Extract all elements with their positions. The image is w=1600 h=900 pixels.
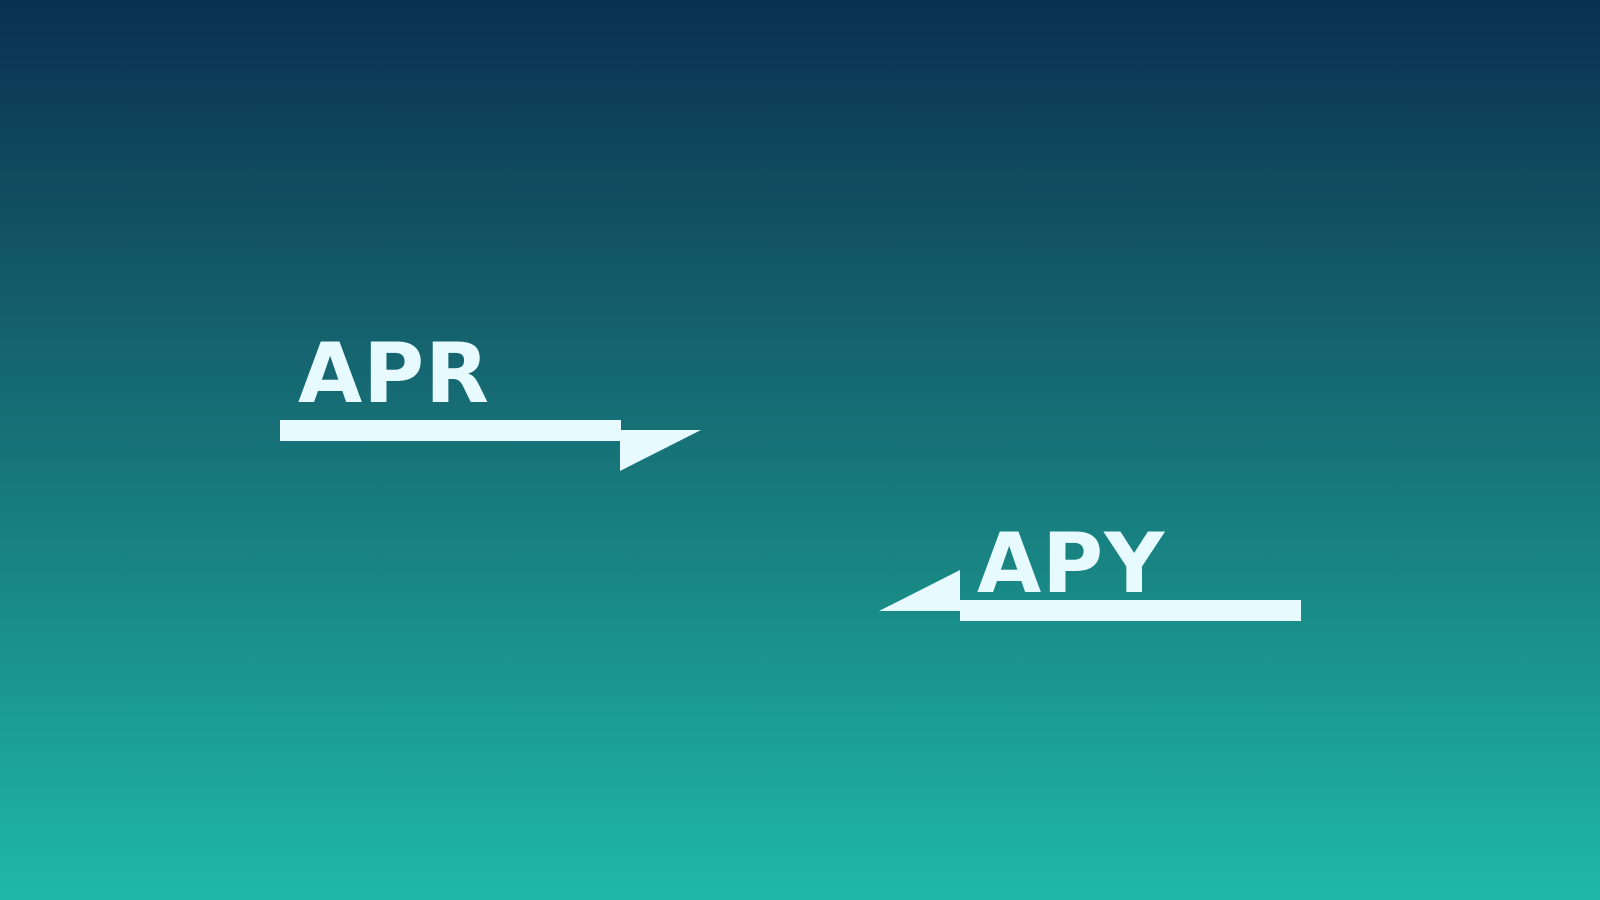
apr-label: APR	[298, 325, 490, 422]
apy-label: APY	[977, 515, 1166, 612]
right-arrow-icon	[280, 420, 701, 471]
left-arrow-icon	[879, 570, 1301, 621]
